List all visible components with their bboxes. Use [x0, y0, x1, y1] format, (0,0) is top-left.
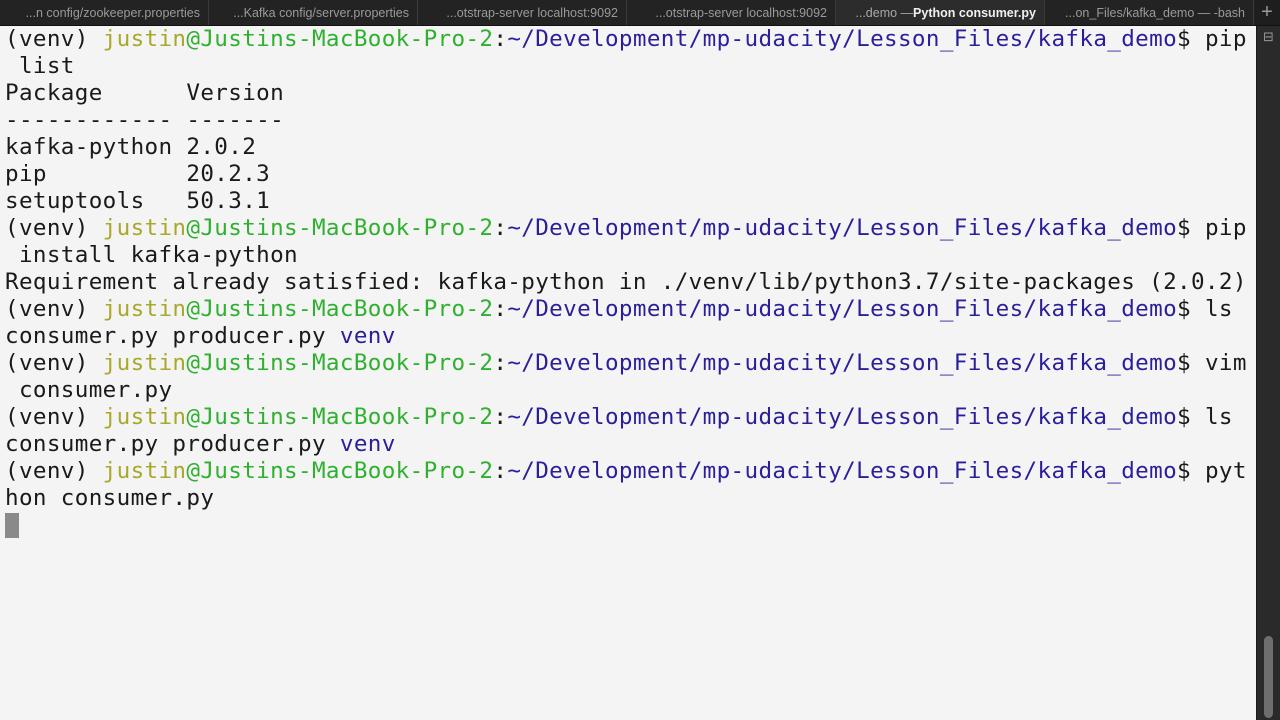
- prompt-line: (venv) justin@Justins-MacBook-Pro-2:~/De…: [5, 296, 1233, 323]
- prompt-user: justin: [102, 26, 187, 52]
- prompt-host: @Justins-MacBook-Pro-2: [186, 404, 494, 430]
- split-pane-icon[interactable]: ⊟: [1263, 30, 1274, 45]
- prompt-path: ~/Development/mp-udacity/Lesson_Files/ka…: [507, 404, 1178, 430]
- prompt-path: ~/Development/mp-udacity/Lesson_Files/ka…: [507, 458, 1178, 484]
- prompt-line: (venv) justin@Justins-MacBook-Pro-2:~/De…: [5, 404, 1233, 431]
- prompt-line: (venv) justin@Justins-MacBook-Pro-2:~/De…: [5, 458, 1247, 485]
- pip-list-header: Package Version: [5, 80, 285, 106]
- command-text: install kafka-python: [5, 242, 299, 268]
- venv-label: (venv): [5, 26, 103, 52]
- venv-label: (venv): [5, 404, 103, 430]
- prompt-path: ~/Development/mp-udacity/Lesson_Files/ka…: [507, 26, 1178, 52]
- command-continuation: hon consumer.py: [5, 485, 214, 512]
- prompt-line: (venv) justin@Justins-MacBook-Pro-2:~/De…: [5, 215, 1247, 242]
- ls-files: consumer.py producer.py: [5, 431, 340, 457]
- tab-label: ...n config/zookeeper.properties: [25, 5, 200, 20]
- command-text: pyt: [1204, 458, 1247, 484]
- command-continuation: list: [5, 53, 75, 80]
- scrollbar[interactable]: ⊟: [1256, 26, 1280, 720]
- prompt-line: (venv) justin@Justins-MacBook-Pro-2:~/De…: [5, 350, 1247, 377]
- command-text: vim: [1204, 350, 1247, 376]
- venv-label: (venv): [5, 350, 103, 376]
- prompt-dollar: $: [1177, 404, 1205, 430]
- tab-python-consumer[interactable]: ...demo — Python consumer.py: [836, 0, 1045, 25]
- tab-zookeeper[interactable]: ...n config/zookeeper.properties: [0, 0, 209, 25]
- plus-icon: +: [1261, 1, 1273, 23]
- prompt-colon: :: [493, 458, 508, 484]
- prompt-host: @Justins-MacBook-Pro-2: [186, 296, 494, 322]
- ls-directory: venv: [339, 431, 396, 457]
- prompt-dollar: $: [1177, 296, 1205, 322]
- prompt-colon: :: [493, 404, 508, 430]
- tab-label-prefix: ...demo —: [855, 5, 914, 20]
- text-cursor: [5, 513, 19, 538]
- command-text: consumer.py: [5, 377, 173, 403]
- command-text: ls: [1204, 404, 1233, 430]
- prompt-line: (venv) justin@Justins-MacBook-Pro-2:~/De…: [5, 26, 1247, 53]
- pip-list-rule: ------------ -------: [5, 107, 285, 133]
- command-continuation: install kafka-python: [5, 242, 298, 269]
- venv-label: (venv): [5, 296, 103, 322]
- ls-directory: venv: [339, 323, 396, 349]
- venv-label: (venv): [5, 458, 103, 484]
- terminal-output[interactable]: (venv) justin@Justins-MacBook-Pro-2:~/De…: [0, 26, 1256, 720]
- command-text: pip: [1204, 215, 1247, 241]
- prompt-user: justin: [102, 350, 187, 376]
- prompt-user: justin: [102, 296, 187, 322]
- tab-label: ...Kafka config/server.properties: [233, 5, 409, 20]
- tab-bootstrap-server-1[interactable]: ...otstrap-server localhost:9092: [418, 0, 627, 25]
- pip-install-output: Requirement already satisfied: kafka-pyt…: [5, 269, 1247, 295]
- prompt-path: ~/Development/mp-udacity/Lesson_Files/ka…: [507, 296, 1178, 322]
- tab-label: ...otstrap-server localhost:9092: [446, 5, 618, 20]
- command-text: hon consumer.py: [5, 485, 215, 511]
- prompt-path: ~/Development/mp-udacity/Lesson_Files/ka…: [507, 215, 1178, 241]
- prompt-user: justin: [102, 215, 187, 241]
- prompt-dollar: $: [1177, 26, 1205, 52]
- ls-output: consumer.py producer.py venv: [5, 431, 396, 458]
- prompt-host: @Justins-MacBook-Pro-2: [186, 350, 494, 376]
- tab-label: ...otstrap-server localhost:9092: [655, 5, 827, 20]
- tab-bootstrap-server-2[interactable]: ...otstrap-server localhost:9092: [627, 0, 836, 25]
- tab-bash[interactable]: ...on_Files/kafka_demo — -bash: [1045, 0, 1254, 25]
- command-text: ls: [1204, 296, 1233, 322]
- tab-label: ...on_Files/kafka_demo — -bash: [1065, 5, 1245, 20]
- ls-output: consumer.py producer.py venv: [5, 323, 396, 350]
- prompt-dollar: $: [1177, 350, 1205, 376]
- prompt-user: justin: [102, 458, 187, 484]
- new-tab-button[interactable]: +: [1254, 0, 1280, 25]
- prompt-host: @Justins-MacBook-Pro-2: [186, 458, 494, 484]
- prompt-dollar: $: [1177, 458, 1205, 484]
- prompt-colon: :: [493, 350, 508, 376]
- tab-kafka-server[interactable]: ...Kafka config/server.properties: [209, 0, 418, 25]
- prompt-colon: :: [493, 215, 508, 241]
- package-row: kafka-python 2.0.2: [5, 134, 257, 160]
- prompt-colon: :: [493, 296, 508, 322]
- prompt-colon: :: [493, 26, 508, 52]
- tab-bar: ...n config/zookeeper.properties ...Kafk…: [0, 0, 1280, 26]
- prompt-host: @Justins-MacBook-Pro-2: [186, 26, 494, 52]
- package-row: pip 20.2.3: [5, 161, 271, 187]
- prompt-user: justin: [102, 404, 187, 430]
- venv-label: (venv): [5, 215, 103, 241]
- prompt-host: @Justins-MacBook-Pro-2: [186, 215, 494, 241]
- prompt-path: ~/Development/mp-udacity/Lesson_Files/ka…: [507, 350, 1178, 376]
- command-text: pip: [1204, 26, 1247, 52]
- prompt-dollar: $: [1177, 215, 1205, 241]
- scroll-thumb[interactable]: [1264, 636, 1273, 718]
- package-row: setuptools 50.3.1: [5, 188, 271, 214]
- ls-files: consumer.py producer.py: [5, 323, 340, 349]
- command-text: list: [5, 53, 75, 79]
- command-continuation: consumer.py: [5, 377, 172, 404]
- tab-label-process: Python consumer.py: [913, 5, 1036, 20]
